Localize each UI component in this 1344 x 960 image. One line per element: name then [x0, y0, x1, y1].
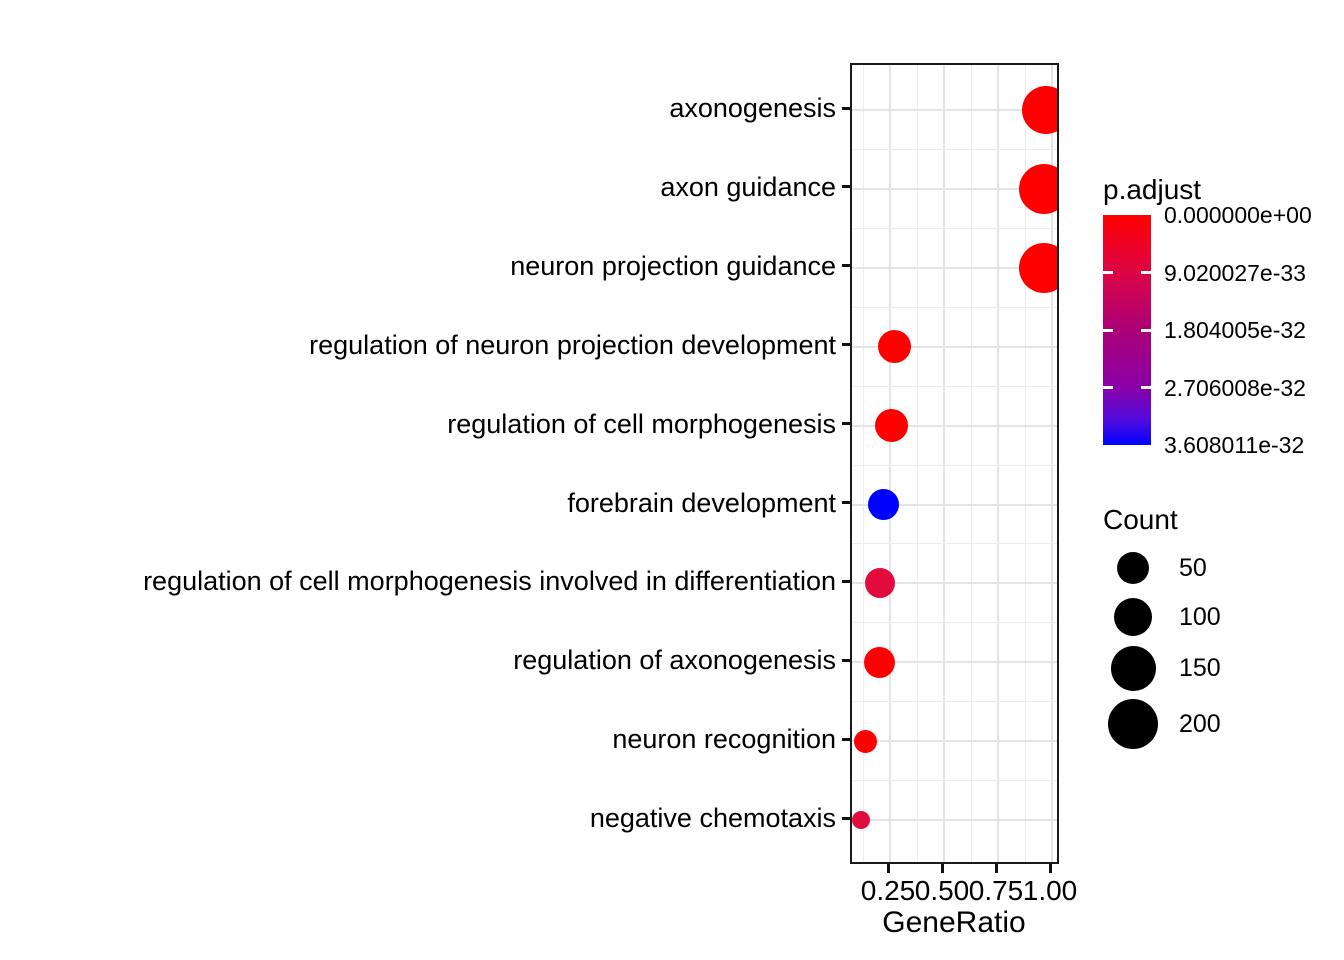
y-axis-tick: [842, 106, 850, 110]
x-axis-tick-label: 0.50: [914, 875, 970, 906]
size-legend-circle: [1108, 699, 1158, 749]
x-axis-tick: [886, 864, 890, 873]
size-legend-circle: [1114, 598, 1152, 636]
gridline-vertical-major: [889, 65, 891, 862]
gridline-horizontal-major: [852, 503, 1057, 506]
gridline-vertical-major: [943, 65, 945, 862]
size-legend-circle: [1110, 645, 1156, 691]
gridline-vertical-major: [1051, 65, 1053, 862]
category-label: neuron projection guidance: [510, 250, 836, 281]
gridline-horizontal-minor: [852, 543, 1057, 545]
y-axis-tick: [842, 658, 850, 662]
x-axis-title: GeneRatio: [882, 906, 1026, 939]
gridline-vertical-minor: [862, 65, 864, 862]
y-axis-tick: [842, 264, 850, 268]
y-axis-tick: [842, 737, 850, 741]
gridline-horizontal-major: [852, 345, 1057, 348]
size-legend-value-label: 150: [1179, 654, 1221, 682]
size-legend-value-label: 100: [1179, 603, 1221, 631]
y-axis-tick: [842, 343, 850, 347]
data-point-dot: [853, 729, 877, 753]
category-label: neuron recognition: [612, 724, 836, 755]
colorbar-tick: [1103, 271, 1113, 274]
gridline-horizontal-minor: [852, 780, 1057, 782]
data-point-dot: [852, 811, 871, 830]
gridline-horizontal-minor: [852, 622, 1057, 624]
category-label: regulation of axonogenesis: [513, 645, 836, 676]
colorbar-tick: [1103, 386, 1113, 389]
data-point-dot: [863, 646, 895, 678]
colorbar-tick: [1103, 328, 1113, 332]
data-point-dot: [1021, 86, 1057, 134]
y-axis-tick: [842, 579, 850, 583]
colorbar-tick: [1141, 386, 1151, 389]
colorbar-value-label: 3.608011e-32: [1164, 432, 1305, 458]
gridline-horizontal-major: [852, 424, 1057, 427]
gridline-horizontal-major: [852, 661, 1057, 664]
gridline-horizontal-major: [852, 109, 1057, 111]
colorbar-tick: [1141, 271, 1151, 274]
x-axis-tick-label: 1.00: [1022, 875, 1078, 906]
colorbar-value-label: 0.000000e+00: [1164, 202, 1312, 228]
gridline-horizontal-major: [852, 819, 1057, 822]
gridline-vertical-minor: [916, 65, 918, 862]
gridline-vertical-major: [997, 65, 999, 862]
category-label: axon guidance: [660, 171, 836, 202]
size-legend-value-label: 50: [1179, 554, 1207, 582]
gridline-horizontal-major: [852, 187, 1057, 190]
data-point-dot: [874, 409, 908, 443]
y-axis-tick: [842, 501, 850, 504]
data-point-dot: [1019, 163, 1057, 214]
gridline-horizontal-minor: [852, 464, 1057, 466]
x-axis-tick: [1048, 864, 1052, 873]
gridline-horizontal-major: [852, 582, 1057, 585]
colorbar-tick: [1141, 328, 1151, 332]
category-label: axonogenesis: [669, 93, 836, 123]
colorbar-value-label: 1.804005e-32: [1164, 317, 1306, 343]
x-axis-tick-label: 0.25: [860, 875, 916, 906]
size-legend-title: Count: [1103, 504, 1178, 535]
gridline-vertical-minor: [970, 65, 972, 862]
x-axis-tick: [994, 864, 998, 873]
gridline-horizontal-minor: [852, 227, 1057, 229]
y-axis-tick: [842, 185, 850, 189]
x-axis-tick-label: 0.75: [968, 875, 1024, 906]
x-axis-tick: [940, 864, 944, 873]
category-label: regulation of neuron projection developm…: [309, 329, 836, 360]
data-point-dot: [865, 568, 896, 599]
data-point-dot: [877, 330, 911, 364]
color-legend-title: p.adjust: [1103, 174, 1202, 205]
gridline-vertical-minor: [1024, 65, 1026, 862]
category-label: regulation of cell morphogenesis: [447, 408, 836, 439]
size-legend-circle: [1117, 552, 1149, 584]
plot-panel: [850, 63, 1059, 864]
category-label: negative chemotaxis: [589, 803, 836, 834]
y-axis-tick: [842, 422, 850, 426]
colorbar-value-label: 9.020027e-33: [1164, 259, 1306, 286]
gridline-horizontal-major: [852, 740, 1057, 743]
data-point-dot: [868, 489, 900, 520]
category-label: forebrain development: [567, 487, 836, 518]
y-axis-tick: [842, 816, 850, 820]
gridline-horizontal-minor: [852, 385, 1057, 387]
data-point-dot: [1019, 242, 1057, 293]
category-label: regulation of cell morphogenesis involve…: [143, 566, 836, 597]
size-legend-value-label: 200: [1179, 710, 1221, 738]
gridline-horizontal-minor: [852, 306, 1057, 308]
gridline-horizontal-minor: [852, 701, 1057, 703]
gridline-horizontal-major: [852, 266, 1057, 269]
colorbar-value-label: 2.706008e-32: [1164, 374, 1306, 401]
gridline-horizontal-minor: [852, 148, 1057, 150]
